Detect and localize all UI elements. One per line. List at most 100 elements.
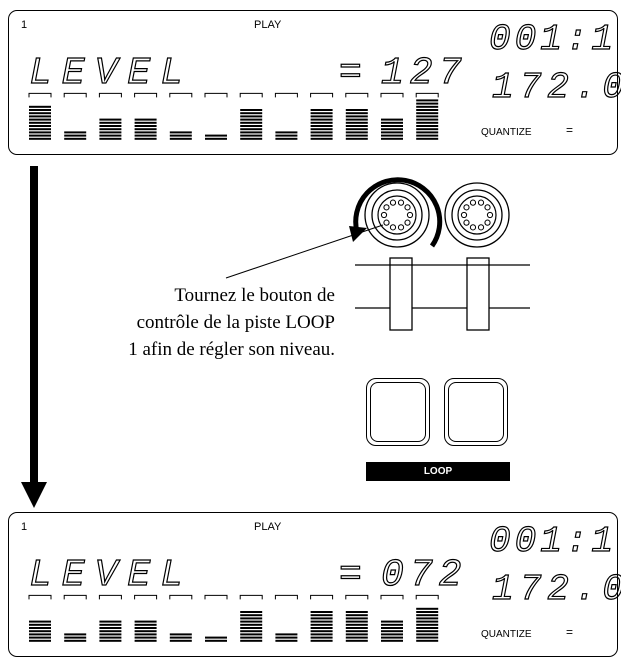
meter-segment	[416, 617, 439, 620]
quantize-label: QUANTIZE	[481, 127, 532, 138]
meter-segment	[275, 134, 298, 137]
grip-dot	[404, 204, 411, 211]
meter-segment	[381, 623, 403, 626]
meter-segment	[99, 134, 122, 137]
meter-segment	[416, 137, 439, 140]
meter-column	[415, 594, 439, 642]
meter-segment	[64, 134, 87, 137]
grip-dot	[383, 219, 390, 226]
meter-segment	[345, 115, 368, 118]
meter-segment	[416, 112, 439, 115]
meter-segment	[134, 636, 157, 639]
meter-segment	[134, 627, 157, 629]
meter-column	[98, 92, 122, 140]
meter-segment	[29, 105, 51, 108]
second-knob[interactable]	[444, 182, 510, 248]
meter-segment	[345, 112, 368, 115]
meter-segment	[134, 134, 157, 137]
meter-segment	[275, 131, 298, 134]
meter-segment	[64, 636, 87, 639]
meter-segment	[29, 627, 51, 629]
meter-segment	[29, 134, 51, 137]
grip-dot	[463, 204, 470, 211]
track-number: 1	[21, 19, 28, 31]
meter-column	[380, 594, 404, 642]
meter-column	[98, 594, 122, 642]
meter-segment	[99, 627, 122, 629]
meter-segment	[345, 121, 368, 124]
meter-segment	[240, 112, 263, 115]
meter-segment	[99, 636, 122, 639]
meter-segment	[64, 633, 87, 636]
meter-column	[204, 594, 228, 642]
meter-segment	[381, 121, 403, 124]
loop-pad-2[interactable]	[444, 378, 508, 446]
meter-segment	[240, 623, 263, 626]
meter-segment	[416, 134, 439, 137]
meter-column	[63, 92, 87, 140]
meter-segment	[205, 137, 227, 140]
position-readout: 001:1	[489, 521, 617, 562]
meter-segment	[416, 131, 439, 134]
meter-segment	[310, 614, 333, 617]
meter-segment	[29, 128, 51, 131]
grip-dot	[397, 224, 405, 231]
meter-segment	[29, 121, 51, 124]
lcd-display-after: 1 PLAY LEVEL = 072 001:1 172.0 QUANTIZE …	[8, 512, 621, 657]
level-meters	[28, 92, 439, 140]
meter-segment	[275, 639, 298, 642]
meter-segment	[169, 134, 192, 137]
meter-segment	[416, 636, 439, 639]
meter-segment	[345, 109, 368, 111]
loop-pad-1[interactable]	[366, 378, 430, 446]
meter-column	[239, 92, 263, 140]
meter-segment	[99, 623, 122, 626]
meter-segment	[29, 620, 51, 623]
meter-column	[274, 594, 298, 642]
grip-dot	[477, 199, 485, 206]
meter-segment	[310, 121, 333, 124]
meter-column	[345, 92, 369, 140]
meter-segment	[240, 620, 263, 623]
meter-segment	[99, 639, 122, 642]
grip-dot	[484, 219, 491, 226]
meter-segment	[99, 121, 122, 124]
meter-segment	[240, 639, 263, 642]
meter-column	[345, 594, 369, 642]
meter-segment	[134, 137, 157, 140]
meter-segment	[345, 623, 368, 626]
meter-column	[204, 92, 228, 140]
meter-segment	[99, 630, 122, 633]
meter-segment	[240, 636, 263, 639]
meter-segment	[416, 607, 439, 610]
grip-dot	[460, 211, 468, 219]
grip-dot	[406, 211, 414, 219]
parameter-value: 127	[381, 52, 467, 95]
meter-segment	[29, 125, 51, 127]
grip-dot	[389, 199, 397, 206]
meter-segment	[345, 617, 368, 620]
fader-handle-2[interactable]	[466, 257, 490, 331]
meter-segment	[275, 137, 298, 140]
meter-segment	[240, 633, 263, 636]
caption-line: 1 afin de régler son niveau.	[128, 339, 335, 360]
meter-column	[63, 594, 87, 642]
meter-segment	[416, 128, 439, 131]
meter-segment	[310, 137, 333, 140]
meter-segment	[134, 118, 157, 121]
meter-segment	[345, 627, 368, 629]
meter-segment	[310, 623, 333, 626]
knob-grip-dots	[460, 199, 494, 231]
meter-segment	[169, 633, 192, 636]
loop-track-knob[interactable]	[364, 182, 430, 248]
meter-segment	[381, 627, 403, 629]
fader-handle-1[interactable]	[389, 257, 413, 331]
meter-segment	[310, 627, 333, 629]
meter-segment	[29, 118, 51, 121]
meter-segment	[310, 109, 333, 111]
meter-segment	[134, 121, 157, 124]
grip-dot	[484, 204, 491, 211]
meter-column	[28, 92, 52, 140]
meter-segment	[64, 137, 87, 140]
meter-segment	[240, 611, 263, 613]
